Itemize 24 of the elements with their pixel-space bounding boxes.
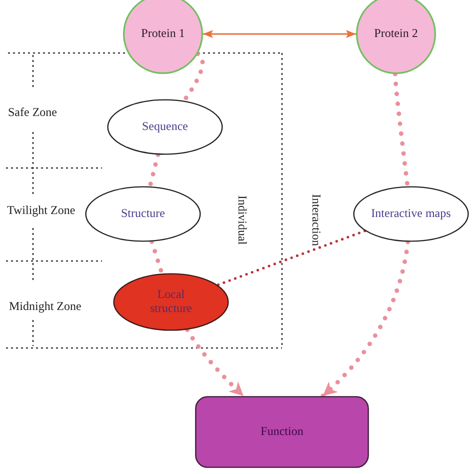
node-label: Interactive maps: [371, 207, 451, 221]
axis-label: Interaction: [308, 194, 324, 246]
ellipse-node: [85, 186, 201, 242]
connector-line: [392, 72, 410, 188]
node-label: Function: [260, 425, 304, 439]
connector-line: [216, 230, 366, 286]
process-box: [195, 396, 369, 468]
axis-label: Individual: [234, 195, 250, 245]
ellipse-node: [113, 273, 229, 331]
ellipse-node: [107, 99, 223, 155]
zone-label: Safe Zone: [8, 105, 57, 120]
ellipse-node: [353, 186, 469, 242]
node-label: Local structure: [149, 288, 193, 316]
node-label: Structure: [121, 207, 165, 221]
zone-label: Twilight Zone: [7, 203, 76, 218]
zone-label: Midnight Zone: [9, 299, 82, 314]
node-label: Sequence: [142, 120, 188, 134]
node-label: Protein 1: [141, 27, 185, 41]
arrow: [185, 328, 246, 398]
arrow: [320, 240, 410, 398]
connector-line: [182, 52, 205, 103]
arrow: [203, 30, 356, 38]
node-label: Protein 2: [374, 27, 418, 41]
connector-line: [148, 152, 160, 188]
